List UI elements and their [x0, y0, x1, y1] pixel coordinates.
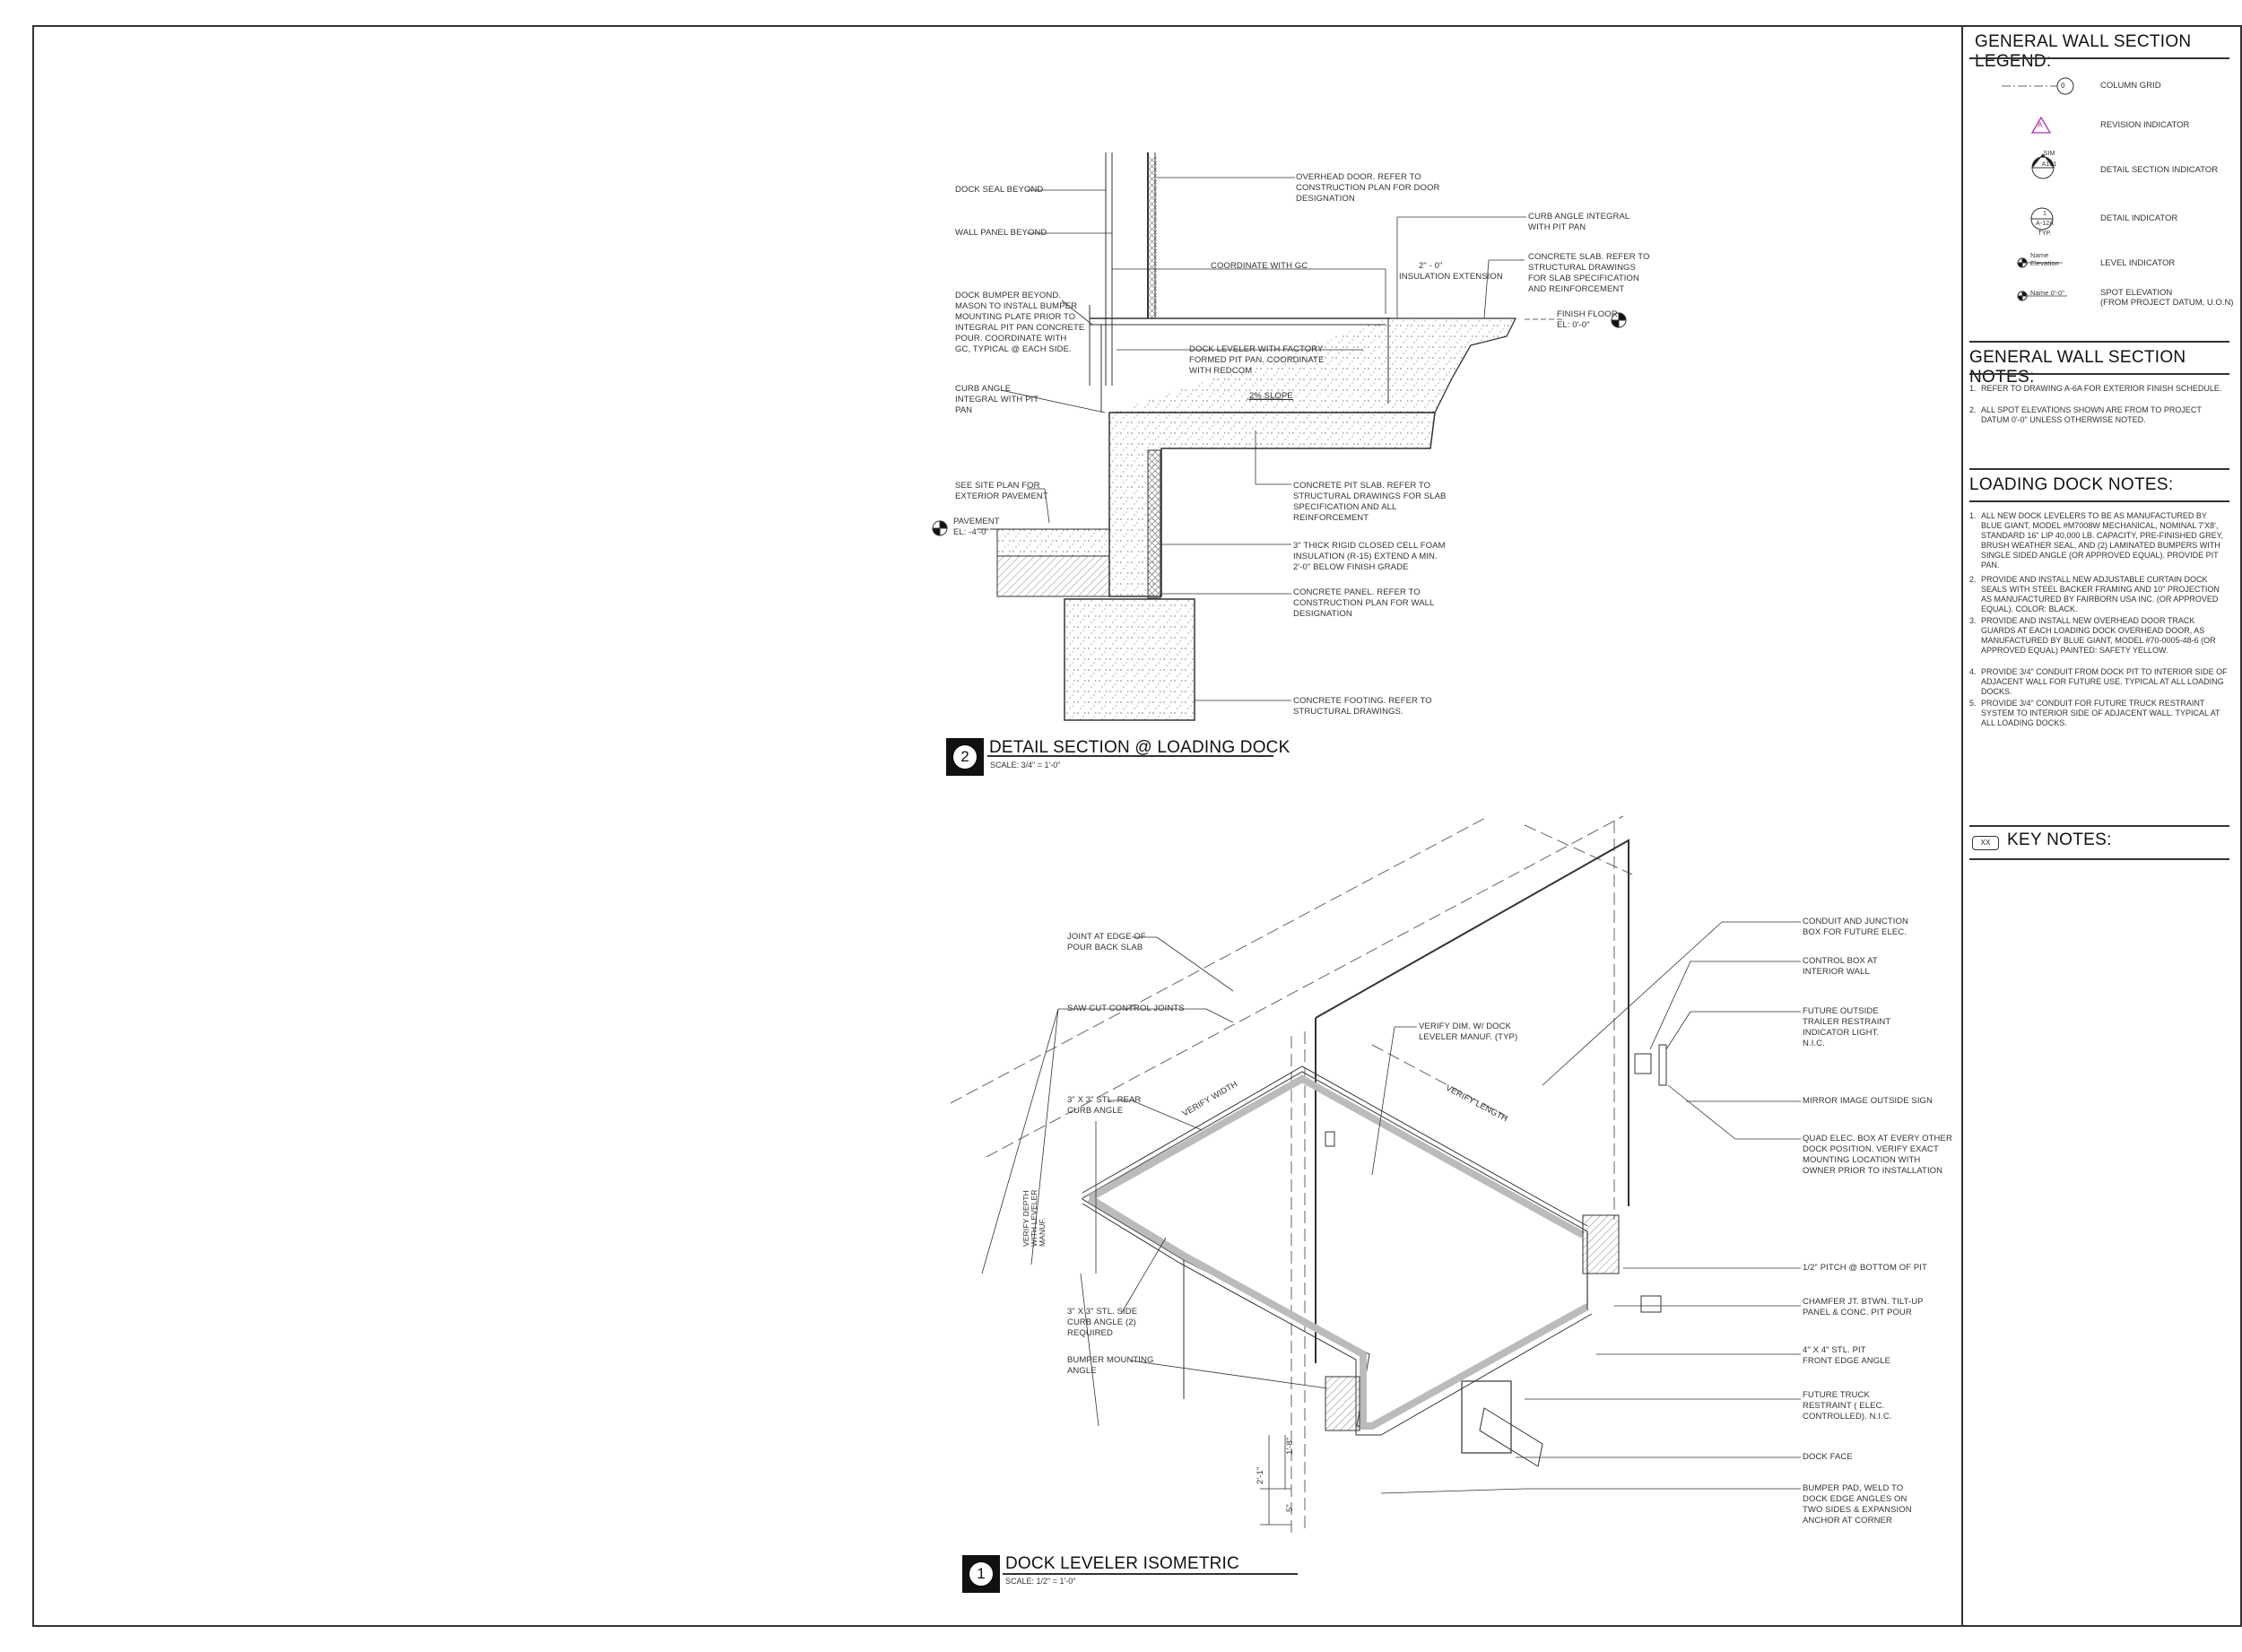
label-dim-2-1: 2'-1" — [1256, 1466, 1265, 1484]
dock-note-4: 4.PROVIDE 3/4" CONDUIT FROM DOCK PIT TO … — [1969, 667, 2228, 696]
label-dim-1-8: 1'-8" — [1285, 1437, 1295, 1455]
label-quad-box: QUAD ELEC. BOX AT EVERY OTHER DOCK POSIT… — [1803, 1134, 1952, 1176]
label-front-angle: 4" X 4" STL. PIT FRONT EDGE ANGLE — [1803, 1345, 1891, 1366]
legend-label-detail-section: DETAIL SECTION INDICATOR — [2100, 165, 2219, 175]
legend-symbols — [2002, 77, 2074, 301]
label-bumper-pad: BUMPER PAD, WELD TO DOCK EDGE ANGLES ON … — [1803, 1483, 1912, 1526]
dock-notes-rule-top — [1969, 468, 2229, 470]
detail-1-scale: SCALE: 1/2" = 1'-0" — [1005, 1577, 1076, 1586]
label-chamfer: CHAMFER JT. BTWN. TILT-UP PANEL & CONC. … — [1803, 1297, 1924, 1317]
isometric-drawing — [950, 815, 1801, 1575]
spot-symbol-text: Name 0'-0" — [2030, 289, 2065, 297]
wall-notes-rule — [1969, 373, 2229, 375]
key-notes-title: KEY NOTES: — [2007, 830, 2112, 849]
label-wall-panel: WALL PANEL BEYOND — [955, 228, 1047, 238]
level-symbol-text: Name Elevation — [2030, 251, 2059, 267]
title-block-divider — [1961, 25, 1963, 1627]
wall-note-2: 2.ALL SPOT ELEVATIONS SHOWN ARE FROM TO … — [1969, 405, 2202, 424]
detail-2-scale: SCALE: 3/4" = 1'-0" — [990, 761, 1061, 769]
label-site-plan: SEE SITE PLAN FOR EXTERIOR PAVEMENT — [955, 481, 1048, 501]
dock-note-5: 5.PROVIDE 3/4" CONDUIT FOR FUTURE TRUCK … — [1969, 699, 2220, 727]
label-coordinate: COORDINATE WITH GC — [1211, 261, 1308, 271]
legend-label-level: LEVEL INDICATOR — [2100, 258, 2176, 268]
label-finish-floor: FINISH FLOOR EL: 0'-0" — [1557, 309, 1618, 330]
label-slope: 2% SLOPE — [1249, 391, 1293, 401]
label-verify-depth: VERIFY DEPTH WITH LEVELER MANUF. — [1021, 1189, 1047, 1247]
legend-label-column-grid: COLUMN GRID — [2100, 81, 2161, 91]
key-notes-rule — [1969, 858, 2229, 860]
label-footing: CONCRETE FOOTING. REFER TO STRUCTURAL DR… — [1293, 696, 1432, 717]
label-pit-slab: CONCRETE PIT SLAB. REFER TO STRUCTURAL D… — [1293, 481, 1447, 523]
label-truck-restraint: FUTURE TRUCK RESTRAINT ( ELEC. CONTROLLE… — [1803, 1390, 1892, 1422]
label-conduit: CONDUIT AND JUNCTION BOX FOR FUTURE ELEC… — [1803, 917, 1908, 937]
label-concrete-panel: CONCRETE PANEL. REFER TO CONSTRUCTION PL… — [1293, 587, 1435, 619]
label-insulation-dim: 2" - 0" — [1419, 261, 1443, 271]
label-dock-face: DOCK FACE — [1803, 1452, 1853, 1462]
label-dock-seal: DOCK SEAL BEYOND — [955, 185, 1044, 195]
label-bumper-angle: BUMPER MOUNTING ANGLE — [1067, 1355, 1154, 1376]
detail-2-badge: 2 — [946, 738, 984, 776]
label-saw-cut: SAW CUT CONTROL JOINTS — [1067, 1004, 1185, 1013]
label-insulation-ext: INSULATION EXTENSION — [1399, 272, 1503, 282]
wall-note-1: 1.REFER TO DRAWING A-6A FOR EXTERIOR FIN… — [1969, 384, 2222, 393]
label-rigid-foam: 3" THICK RIGID CLOSED CELL FOAM INSULATI… — [1293, 541, 1446, 572]
detail-1-title: DOCK LEVELER ISOMETRIC — [1005, 1554, 1239, 1573]
label-trailer-restraint: FUTURE OUTSIDE TRAILER RESTRAINT INDICAT… — [1803, 1006, 1891, 1048]
legend-rule — [1969, 57, 2229, 59]
label-verify-dim: VERIFY DIM. W/ DOCK LEVELER MANUF. (TYP) — [1419, 1022, 1518, 1042]
legend-label-spot-elevation: SPOT ELEVATION (FROM PROJECT DATUM, U.O.… — [2100, 288, 2234, 308]
wall-notes-title: GENERAL WALL SECTION NOTES: — [1969, 348, 2186, 387]
label-curb-angle-top: CURB ANGLE INTEGRAL WITH PIT PAN — [1528, 212, 1630, 232]
key-notes-rule-top — [1969, 825, 2229, 827]
label-curb-angle-left: CURB ANGLE INTEGRAL WITH PIT PAN — [955, 384, 1039, 415]
label-rear-curb: 3" X 3" STL. REAR CURB ANGLE — [1067, 1095, 1142, 1116]
label-side-curb: 3" X 3" STL. SIDE CURB ANGLE (2) REQUIRE… — [1067, 1307, 1138, 1338]
dock-note-3: 3.PROVIDE AND INSTALL NEW OVERHEAD DOOR … — [1969, 616, 2216, 655]
label-dock-leveler: DOCK LEVELER WITH FACTORY FORMED PIT PAN… — [1189, 344, 1325, 376]
detail-section-drawing — [932, 152, 1627, 757]
label-control-box: CONTROL BOX AT INTERIOR WALL — [1803, 956, 1878, 977]
wall-notes-rule-top — [1969, 341, 2229, 343]
dock-notes-title: LOADING DOCK NOTES: — [1969, 475, 2174, 494]
dock-note-1: 1.ALL NEW DOCK LEVELERS TO BE AS MANUFAC… — [1969, 511, 2223, 570]
dock-notes-rule — [1969, 500, 2229, 502]
revision-symbol-text: A — [2038, 121, 2043, 129]
label-dock-bumper: DOCK BUMPER BEYOND. MASON TO INSTALL BUM… — [955, 291, 1085, 354]
legend-label-revision: REVISION INDICATOR — [2100, 120, 2190, 130]
detail-2-title: DETAIL SECTION @ LOADING DOCK — [989, 738, 1290, 757]
label-overhead-door: OVERHEAD DOOR. REFER TO CONSTRUCTION PLA… — [1296, 172, 1440, 204]
detail-1-badge: 1 — [962, 1555, 1000, 1593]
detail-symbol-text: 1 A-12A TYP. — [2036, 211, 2054, 237]
label-mirror: MIRROR IMAGE OUTSIDE SIGN — [1803, 1096, 1934, 1106]
legend-title: GENERAL WALL SECTION LEGEND: — [1975, 32, 2192, 71]
dock-note-2: 2.PROVIDE AND INSTALL NEW ADJUSTABLE CUR… — [1969, 575, 2220, 613]
label-concrete-slab: CONCRETE SLAB. REFER TO STRUCTURAL DRAWI… — [1528, 252, 1650, 294]
legend-label-detail: DETAIL INDICATOR — [2100, 213, 2178, 223]
section-symbol-text: SIM A101 — [2041, 151, 2057, 168]
key-note-tag: XX — [1972, 836, 1999, 850]
label-pavement: PAVEMENT EL: -4'-0" — [953, 517, 1000, 537]
label-pitch: 1/2" PITCH @ BOTTOM OF PIT — [1803, 1263, 1927, 1273]
drawing-sheet-border — [32, 25, 2242, 1627]
label-joint: JOINT AT EDGE OF POUR BACK SLAB — [1067, 932, 1146, 952]
column-grid-symbol-text: 0 — [2061, 82, 2065, 90]
label-dim-5: 5" — [1285, 1504, 1295, 1512]
